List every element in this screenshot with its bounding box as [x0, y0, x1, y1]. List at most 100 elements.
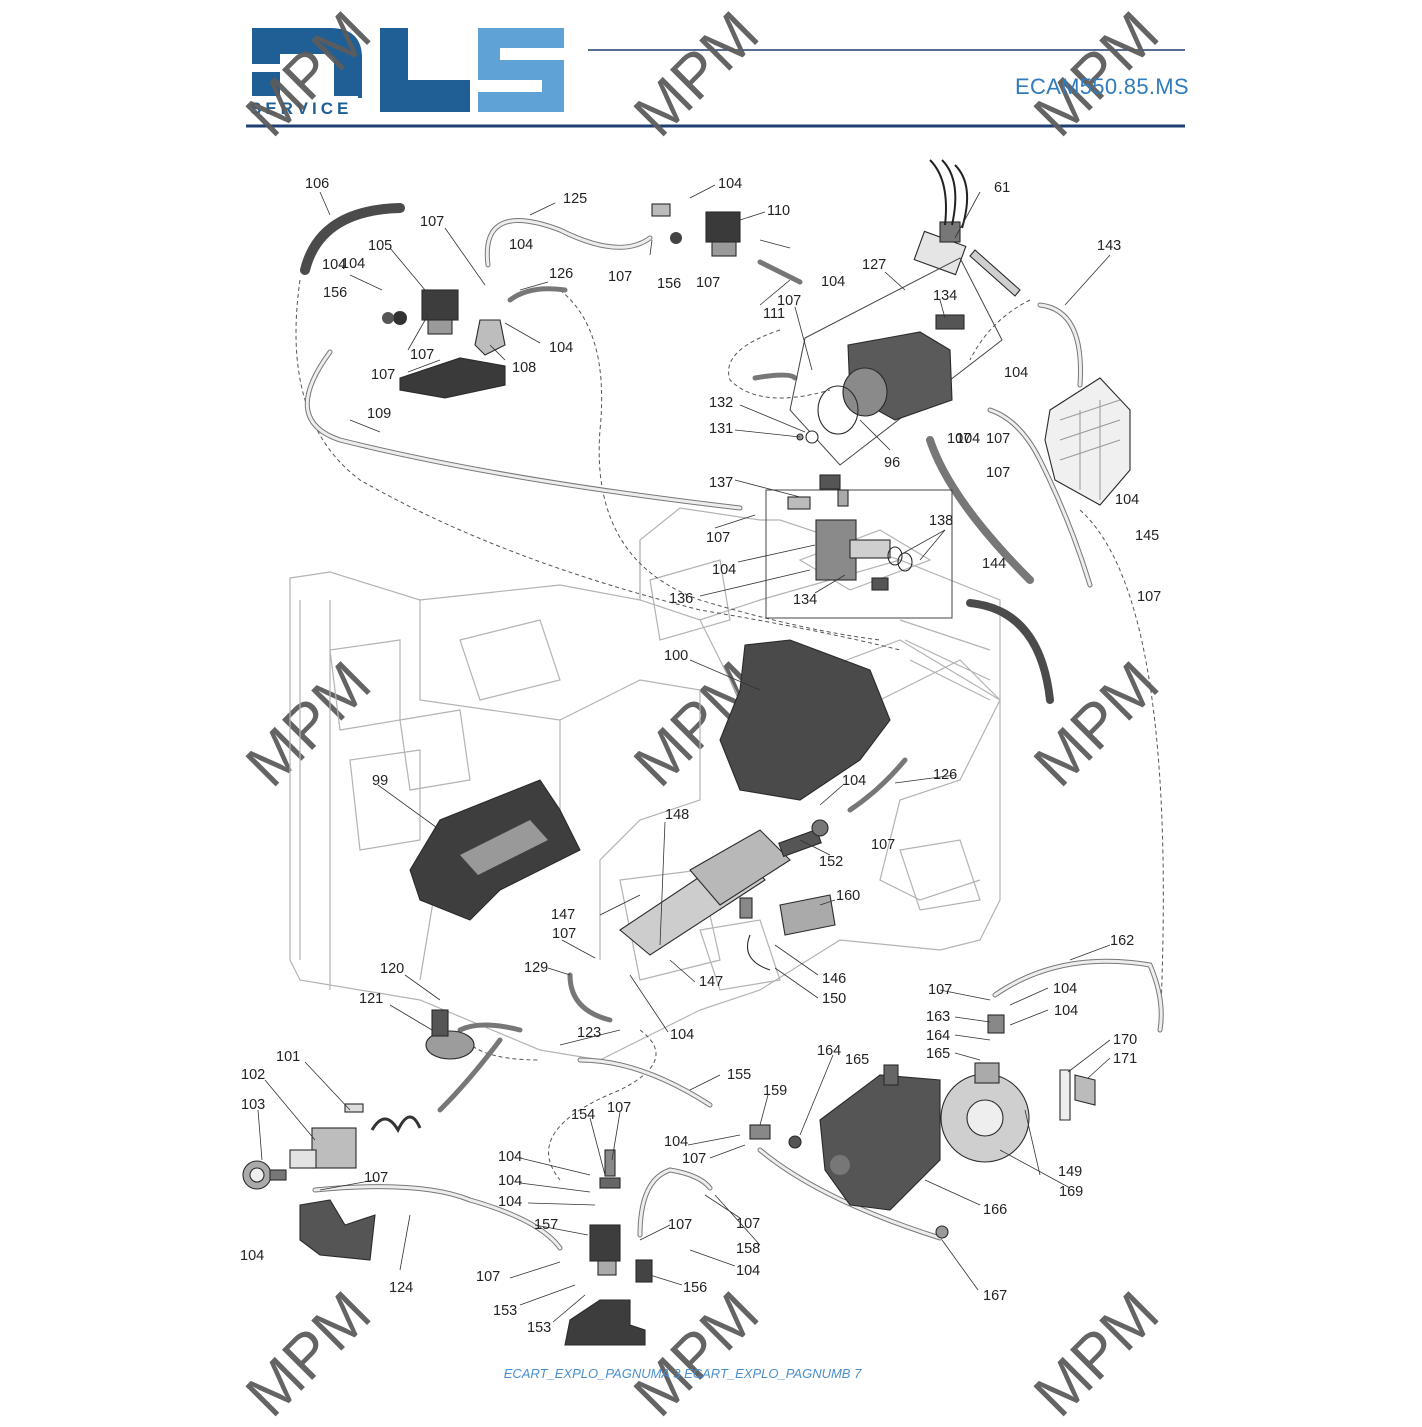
callout-157: 157 — [534, 1217, 558, 1233]
callout-107: 107 — [682, 1151, 706, 1167]
callout-box-136 — [765, 489, 953, 619]
callout-160: 160 — [836, 888, 860, 904]
callout-131: 131 — [709, 421, 733, 437]
callout-138: 138 — [929, 513, 953, 529]
footer-reference: ECART_EXPLO_PAGNUMA 3 ECART_EXPLO_PAGNUM… — [503, 1366, 862, 1381]
callout-104: 104 — [498, 1194, 522, 1210]
bracket-100-icon — [719, 639, 891, 801]
brew-group-127-icon — [796, 331, 953, 444]
callout-109: 109 — [367, 406, 391, 422]
callout-169: 169 — [1059, 1184, 1083, 1200]
callout-162: 162 — [1110, 933, 1134, 949]
callout-105: 105 — [368, 238, 392, 254]
callout-152: 152 — [819, 854, 843, 870]
fitting-108-icon — [474, 319, 506, 356]
callout-104: 104 — [1054, 1003, 1078, 1019]
callout-164: 164 — [926, 1028, 950, 1044]
callout-103: 103 — [241, 1097, 265, 1113]
watermark-mpm: MPM — [233, 1279, 384, 1422]
callout-104: 104 — [664, 1134, 688, 1150]
callout-107: 107 — [986, 431, 1010, 447]
tube-black-right — [966, 599, 1054, 704]
callout-104: 104 — [240, 1248, 264, 1264]
heater-169-icon — [940, 1062, 1030, 1163]
tube-126-mid — [847, 757, 908, 813]
callout-100: 100 — [664, 648, 688, 664]
parts — [242, 159, 1131, 1346]
callout-167: 167 — [983, 1288, 1007, 1304]
pump-support-icon — [299, 1199, 376, 1261]
callout-170: 170 — [1113, 1032, 1137, 1048]
callout-107: 107 — [668, 1217, 692, 1233]
machine-frame — [289, 507, 1001, 1061]
callout-96: 96 — [884, 455, 900, 471]
callout-156: 156 — [323, 285, 347, 301]
tube-155 — [577, 1057, 713, 1108]
callout-107: 107 — [871, 837, 895, 853]
callout-120: 120 — [380, 961, 404, 977]
callout-104: 104 — [821, 274, 845, 290]
callout-104: 104 — [736, 1263, 760, 1279]
logo-service-text: SERVICE — [250, 99, 352, 118]
callout-104: 104 — [712, 562, 736, 578]
callout-104: 104 — [1053, 981, 1077, 997]
valve-base-153-icon — [564, 1299, 646, 1346]
callout-104: 104 — [670, 1027, 694, 1043]
tube-143 — [1037, 302, 1083, 388]
callout-137: 137 — [709, 475, 733, 491]
callout-104: 104 — [549, 340, 573, 356]
callout-171: 171 — [1113, 1051, 1137, 1067]
callout-147: 147 — [551, 907, 575, 923]
callout-136: 136 — [669, 591, 693, 607]
callout-126: 126 — [549, 266, 573, 282]
callout-156: 156 — [657, 276, 681, 292]
callout-104: 104 — [341, 256, 365, 272]
callout-107: 107 — [420, 214, 444, 230]
callout-107: 107 — [736, 1216, 760, 1232]
solenoid-valve-105-icon — [382, 289, 459, 335]
callout-107: 107 — [1137, 589, 1161, 605]
callout-104: 104 — [718, 176, 742, 192]
callout-148: 148 — [665, 807, 689, 823]
callout-155: 155 — [727, 1067, 751, 1083]
callout-156: 156 — [683, 1280, 707, 1296]
leader-lines — [257, 184, 1111, 1323]
callout-108: 108 — [512, 360, 536, 376]
callout-143: 143 — [1097, 238, 1121, 254]
bracket-99-icon — [409, 779, 581, 921]
callout-106: 106 — [305, 176, 329, 192]
callout-153: 153 — [527, 1320, 551, 1336]
callout-165: 165 — [926, 1046, 950, 1062]
callout-144: 144 — [982, 556, 1006, 572]
callout-145: 145 — [1135, 528, 1159, 544]
fitting-156-icon — [635, 1259, 653, 1283]
callout-126: 126 — [933, 767, 957, 783]
tube-145 — [926, 436, 1034, 584]
callout-107: 107 — [364, 1170, 388, 1186]
fitting-163-icon — [987, 1014, 1005, 1034]
callout-107: 107 — [706, 530, 730, 546]
callout-104: 104 — [509, 237, 533, 253]
callout-107: 107 — [928, 982, 952, 998]
tube-126-top — [507, 286, 568, 303]
callout-129: 129 — [524, 960, 548, 976]
callout-147: 147 — [699, 974, 723, 990]
callout-107: 107 — [371, 367, 395, 383]
callout-158: 158 — [736, 1241, 760, 1257]
callout-107: 107 — [986, 465, 1010, 481]
seal-164-icon — [788, 1135, 802, 1149]
clip-146-icon — [746, 934, 771, 971]
water-tank-143-icon — [1044, 377, 1131, 506]
callout-99: 99 — [372, 773, 388, 789]
callout-107: 107 — [608, 269, 632, 285]
tube-122 — [437, 1037, 503, 1113]
callout-104: 104 — [1115, 492, 1139, 508]
callout-154: 154 — [571, 1107, 595, 1123]
callout-61: 61 — [994, 180, 1010, 196]
callout-110: 110 — [767, 203, 790, 219]
callout-121: 121 — [359, 991, 383, 1007]
watermark-mpm: MPM — [1021, 1279, 1172, 1422]
